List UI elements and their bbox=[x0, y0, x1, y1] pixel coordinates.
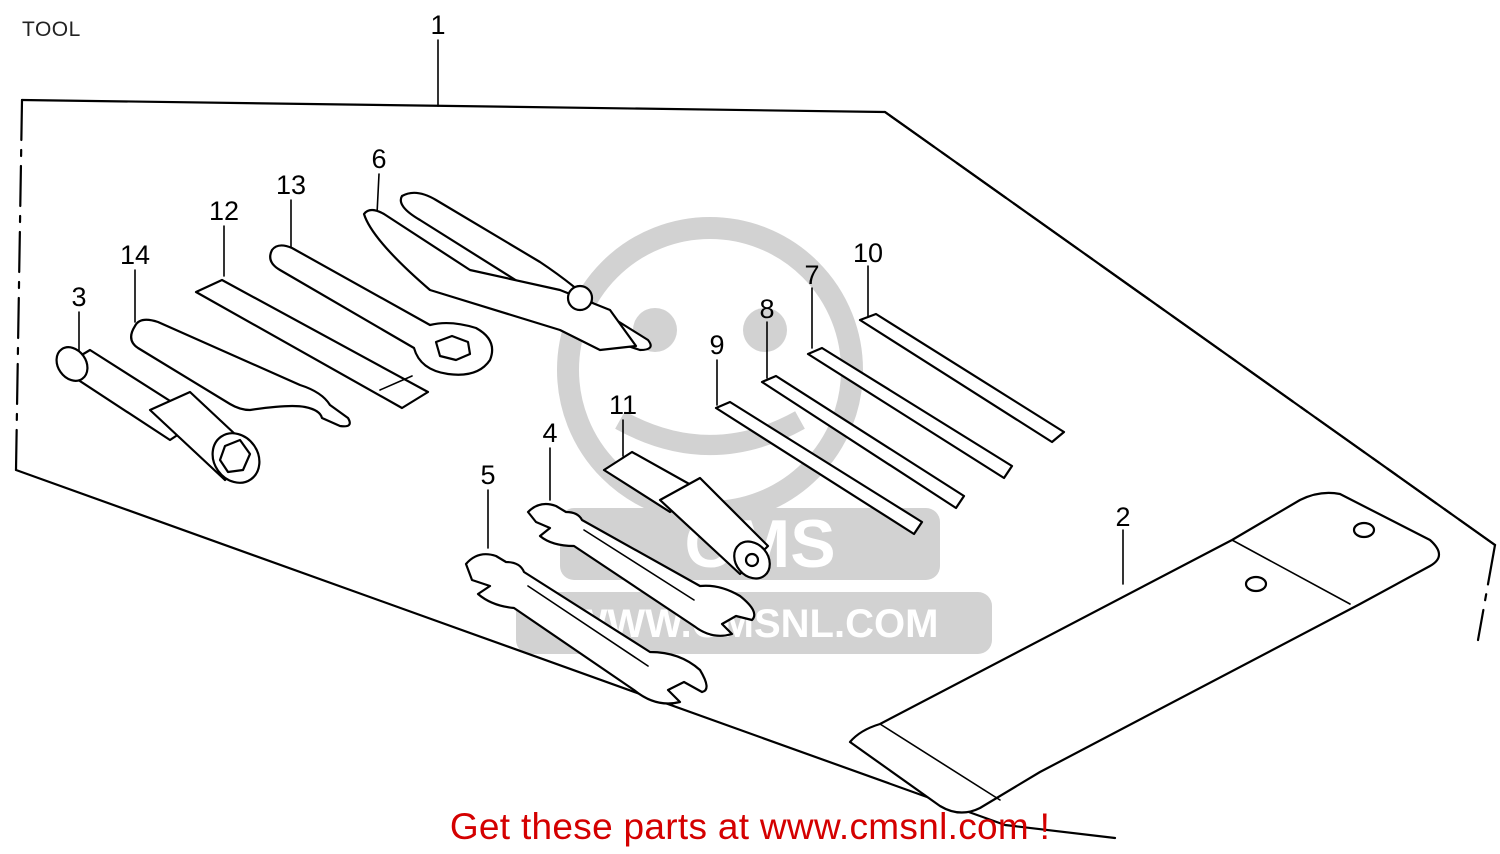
callout-10: 10 bbox=[853, 238, 883, 268]
callout-11: 11 bbox=[609, 390, 637, 420]
callout-1: 1 bbox=[430, 10, 445, 40]
part-5-open-wrench bbox=[464, 553, 708, 705]
callout-13: 13 bbox=[276, 170, 306, 200]
callout-7: 7 bbox=[804, 260, 819, 290]
part-9-screwdriver bbox=[714, 400, 924, 536]
callout-9: 9 bbox=[709, 330, 724, 360]
callout-14: 14 bbox=[120, 240, 150, 270]
footer-cta-link[interactable]: Get these parts at www.cmsnl.com ! bbox=[449, 806, 1051, 847]
part-10-screwdriver-handle bbox=[858, 312, 1066, 444]
callout-3: 3 bbox=[71, 282, 86, 312]
part-3-plug-wrench bbox=[55, 346, 261, 484]
watermark-url: WWW.CMSNL.COM bbox=[570, 602, 939, 646]
callout-labels: 1 3 14 12 13 6 11 4 5 9 8 7 10 2 bbox=[71, 10, 1130, 532]
part-8-screwdriver bbox=[760, 374, 966, 510]
part-14-hook-spanner bbox=[130, 318, 351, 428]
leader-lines bbox=[78, 39, 1124, 585]
callout-2: 2 bbox=[1115, 502, 1130, 532]
part-2-tool-bag bbox=[848, 491, 1441, 814]
callout-6: 6 bbox=[371, 144, 386, 174]
part-11-socket-bit bbox=[602, 450, 771, 580]
page-title: TOOL bbox=[22, 18, 81, 41]
callout-8: 8 bbox=[759, 294, 774, 324]
callout-5: 5 bbox=[480, 460, 495, 490]
part-4-open-wrench bbox=[526, 502, 756, 637]
part-13-ring-spanner bbox=[269, 244, 494, 376]
part-7-screwdriver bbox=[806, 346, 1014, 480]
tool-set-outline bbox=[14, 98, 1497, 840]
part-12-screwdriver-blade bbox=[194, 278, 430, 410]
part-6-pliers bbox=[362, 191, 652, 352]
callout-12: 12 bbox=[209, 196, 239, 226]
callout-4: 4 bbox=[542, 418, 557, 448]
